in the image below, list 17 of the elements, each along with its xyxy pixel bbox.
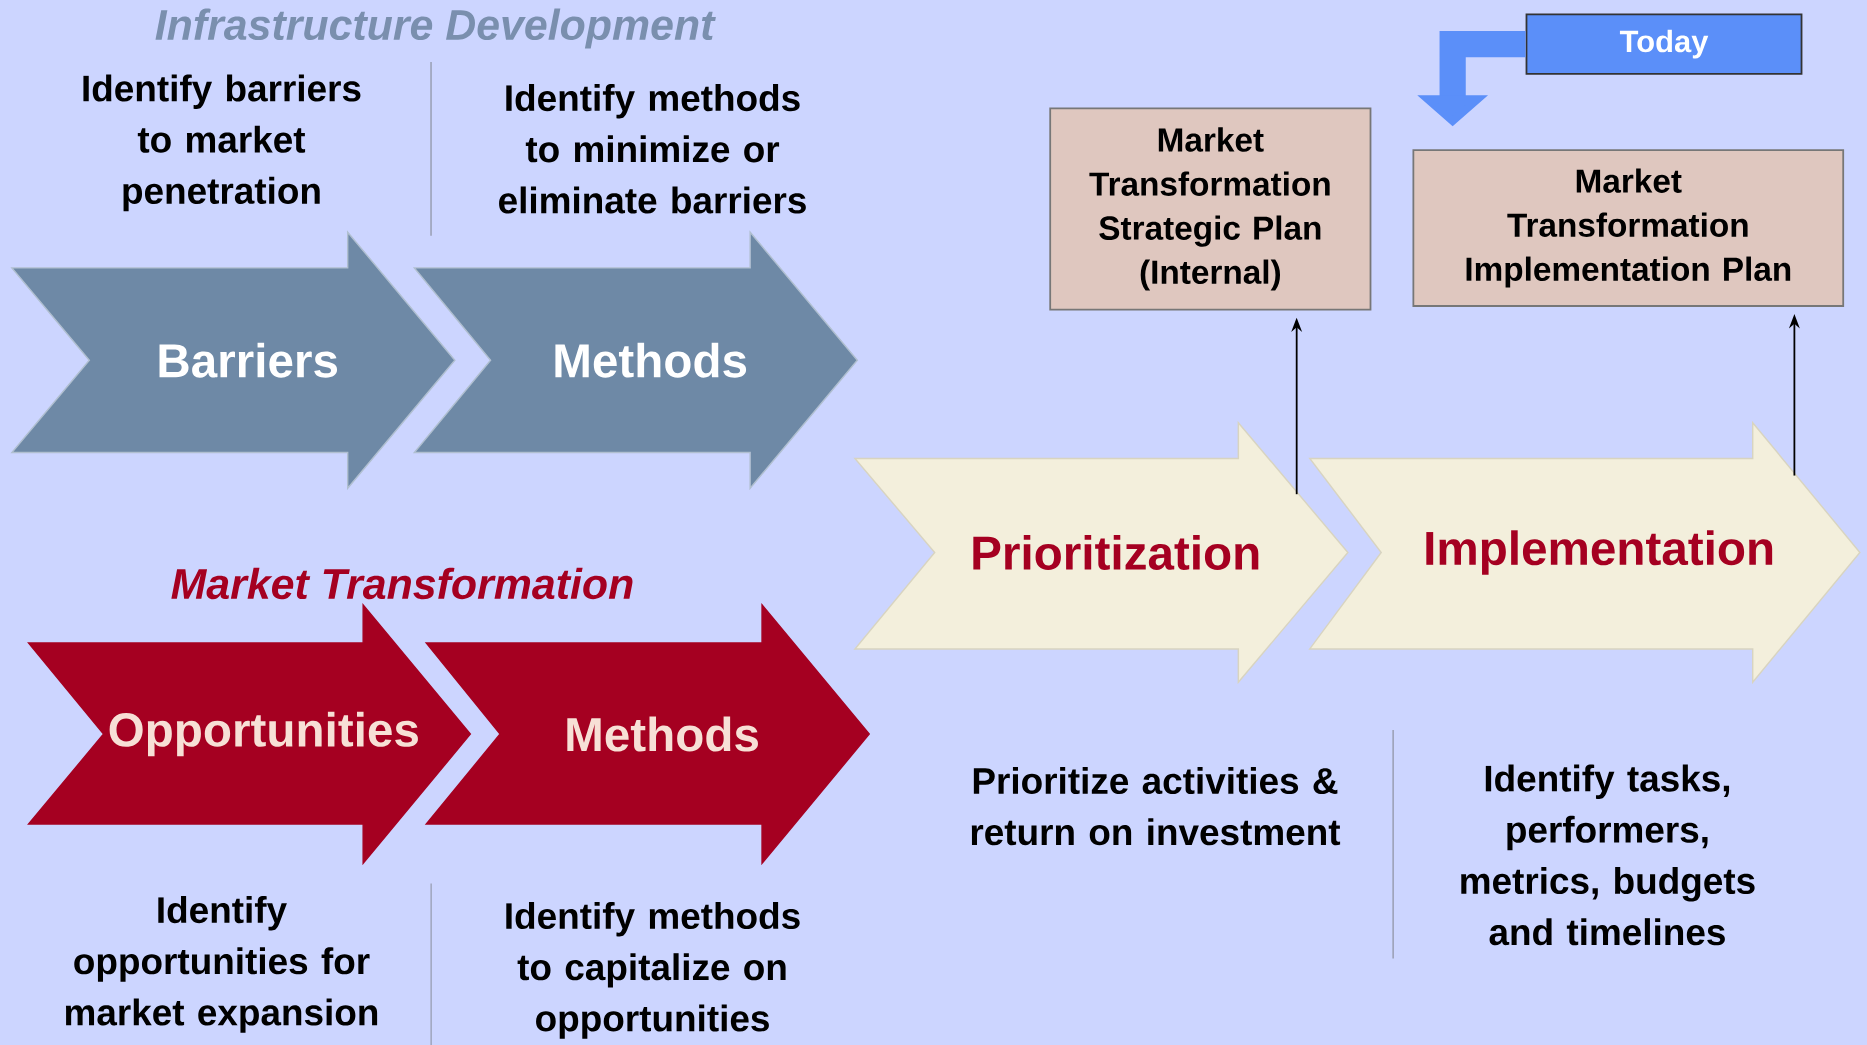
description-text: Identify methods to capitalize on opportunities: [506, 901, 800, 1039]
chevron-banner: Methods: [412, 230, 859, 490]
plan-box: Market Transformation Implementation Plan: [1412, 148, 1845, 307]
today-box: Today: [1525, 13, 1803, 75]
chevron-banner: Prioritization: [853, 420, 1349, 685]
chevron-banner: Implementation: [1308, 420, 1861, 685]
section-title: Market Transformation: [171, 567, 633, 599]
chevron-banner: Methods: [424, 602, 871, 866]
description-text: Prioritize activities & return on investment: [971, 766, 1341, 846]
section-title: Infrastructure Development: [155, 8, 716, 49]
chevron-banner: Barriers: [10, 230, 456, 490]
description-text: Identify tasks, performers, metrics, budgets and timelines: [1461, 764, 1755, 946]
plan-box: Market Transformation Strategic Plan (Internal): [1049, 107, 1372, 311]
description-text: Identify methods to minimize or eliminate barriers: [499, 83, 806, 214]
chevron-banner: Opportunities: [27, 602, 472, 866]
description-text: Identify barriers to market penetration: [83, 74, 361, 212]
description-text: Identify opportunities for market expansion: [65, 895, 378, 1033]
